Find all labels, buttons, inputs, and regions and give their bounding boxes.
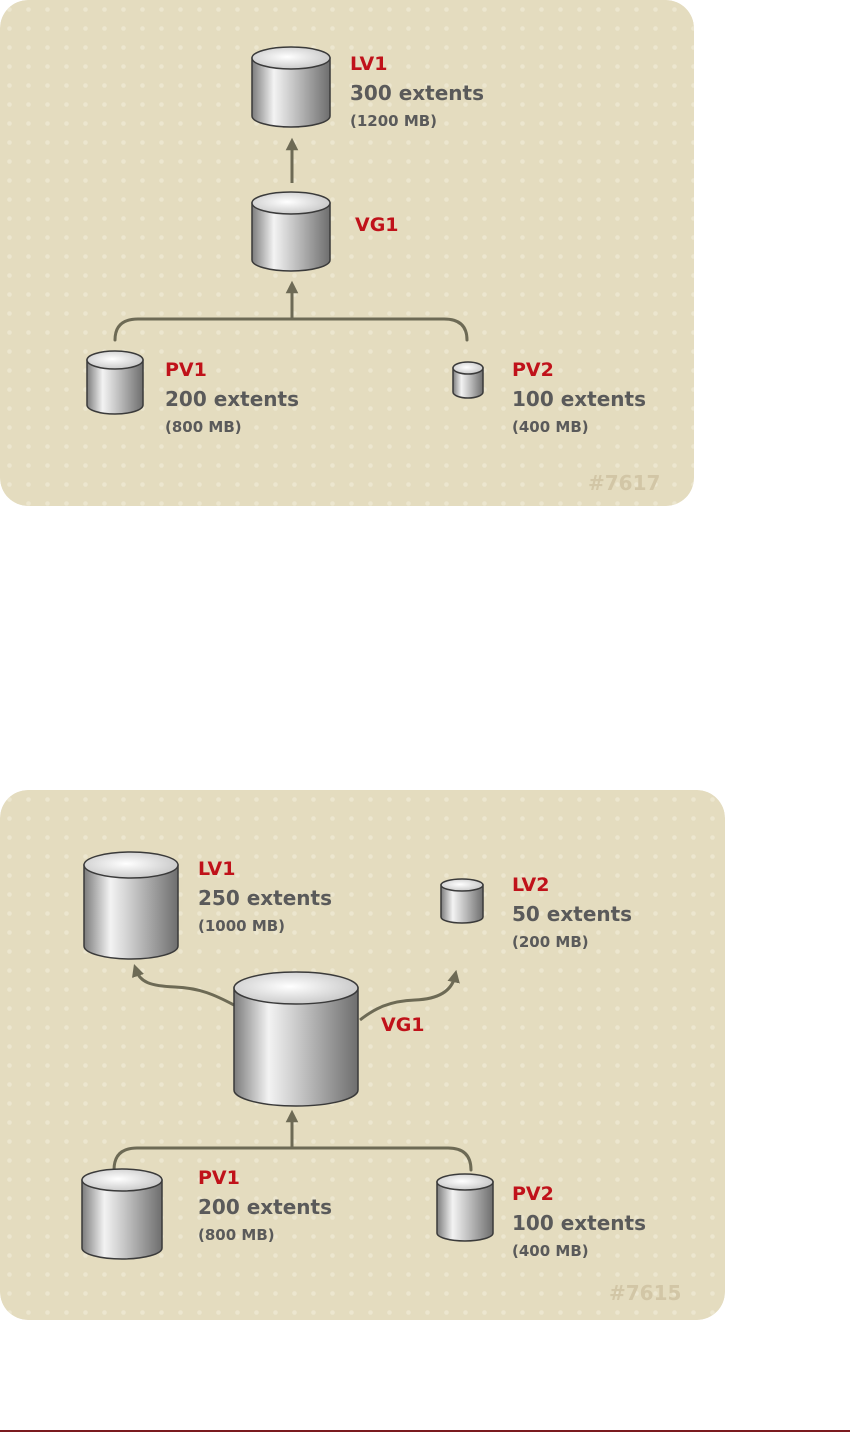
footer-rule [0, 1430, 850, 1432]
diagram-2-svg: LV1 250 extents (1000 MB) LV2 50 extents… [0, 790, 725, 1320]
vg-to-lv1-arrow [132, 964, 235, 1007]
lv2-size: (200 MB) [512, 933, 589, 951]
vg1-name: VG1 [355, 214, 399, 236]
pv1-size: (800 MB) [198, 1226, 275, 1244]
pv1-extents: 200 extents [198, 1195, 332, 1219]
diagram-1-svg: LV1 300 extents (1200 MB) VG1 PV1 200 ex… [0, 0, 694, 506]
pv2-name: PV2 [512, 359, 554, 381]
vg1-name: VG1 [381, 1014, 425, 1036]
pv2-extents: 100 extents [512, 1211, 646, 1235]
pv1-name: PV1 [198, 1167, 240, 1189]
lv1-cylinder-icon [251, 46, 331, 128]
pv1-extents: 200 extents [165, 387, 299, 411]
pv1-name: PV1 [165, 359, 207, 381]
pv2-name: PV2 [512, 1183, 554, 1205]
lv1-size: (1200 MB) [350, 112, 437, 130]
lv2-extents: 50 extents [512, 902, 632, 926]
vg-to-lv2-arrow [359, 969, 460, 1022]
dot-pattern [0, 790, 725, 1320]
vg1-cylinder-icon [251, 191, 331, 272]
lv1-name: LV1 [350, 53, 387, 75]
lv1-cylinder-icon [83, 851, 179, 960]
pv2-size: (400 MB) [512, 1242, 589, 1260]
lv2-name: LV2 [512, 874, 549, 896]
vg1-cylinder-icon [233, 971, 359, 1107]
lv1-extents: 300 extents [350, 81, 484, 105]
pv1-cylinder-icon [86, 350, 144, 415]
pv1-size: (800 MB) [165, 418, 242, 436]
dot-pattern [0, 0, 694, 506]
figure-id: #7617 [588, 471, 660, 495]
figure-id: #7615 [609, 1281, 681, 1305]
lv1-extents: 250 extents [198, 886, 332, 910]
lv2-cylinder-icon [440, 878, 484, 924]
diagram-1-panel: LV1 300 extents (1200 MB) VG1 PV1 200 ex… [0, 0, 694, 506]
diagram-2-panel: LV1 250 extents (1000 MB) LV2 50 extents… [0, 790, 725, 1320]
pv2-size: (400 MB) [512, 418, 589, 436]
pv2-cylinder-icon [436, 1173, 494, 1242]
pv2-cylinder-icon [452, 361, 484, 399]
pv2-extents: 100 extents [512, 387, 646, 411]
lv1-name: LV1 [198, 858, 235, 880]
pv1-cylinder-icon [81, 1168, 163, 1260]
lv1-size: (1000 MB) [198, 917, 285, 935]
